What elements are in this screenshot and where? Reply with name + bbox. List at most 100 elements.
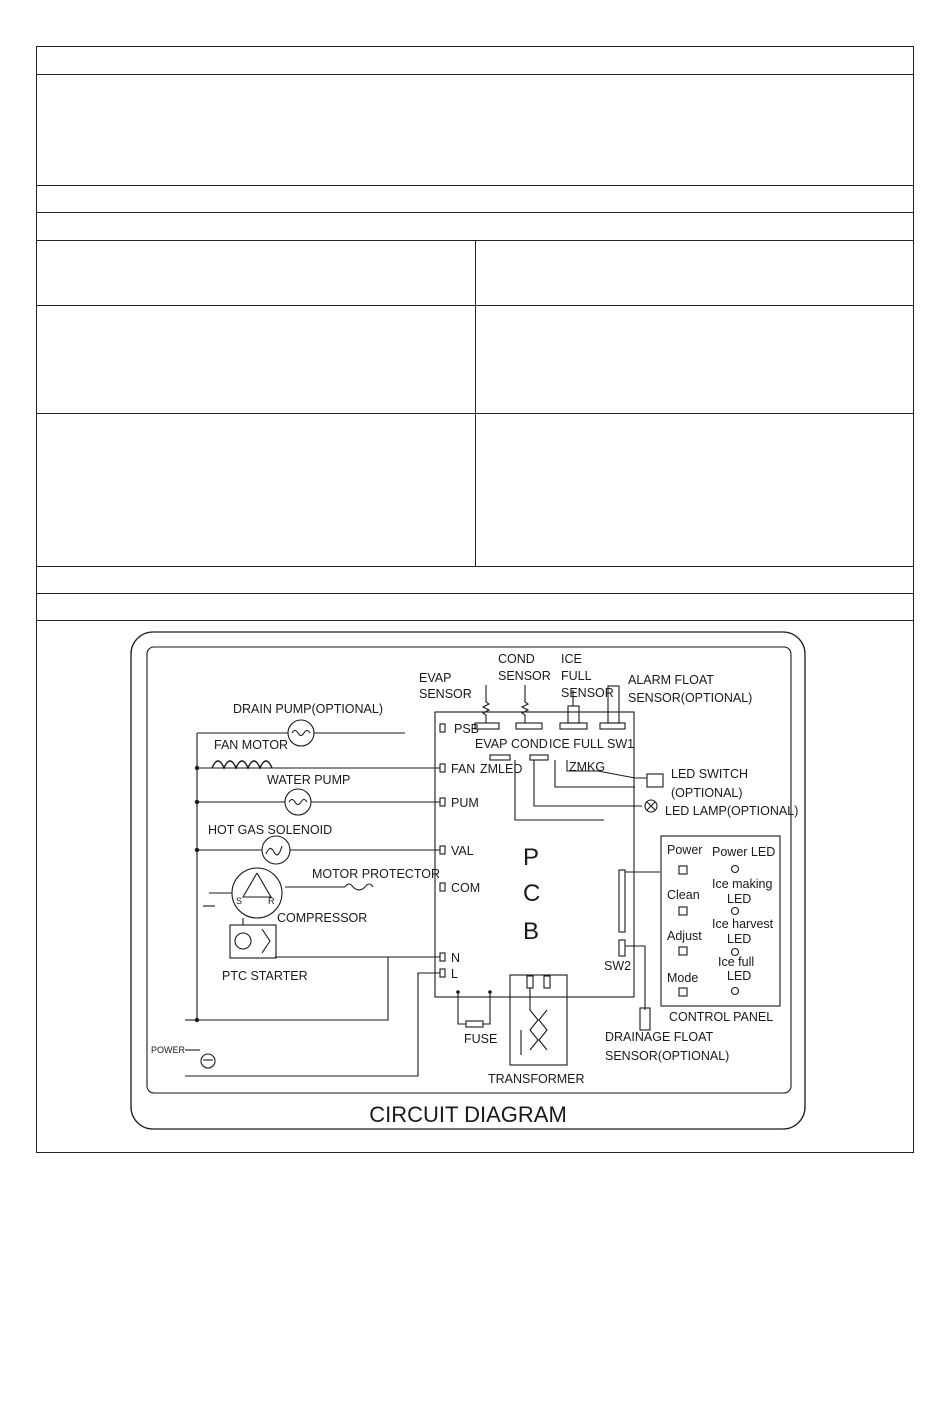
led-switch-symbol	[646, 773, 664, 788]
l-wire	[185, 972, 440, 1077]
pcb-letter-c: C	[523, 880, 540, 907]
pin-label-l: L	[451, 967, 458, 981]
led-lamp-label: LED LAMP(OPTIONAL)	[665, 804, 798, 818]
led-ice-full-label: LED	[727, 969, 751, 983]
diagram-title: CIRCUIT DIAGRAM	[369, 1102, 567, 1127]
button-clean-icon	[678, 906, 688, 916]
pcb-board	[434, 711, 635, 998]
connector-label-evap: EVAP	[475, 737, 507, 751]
zmkg-label: ZMKG	[569, 760, 605, 774]
transformer-label: TRANSFORMER	[488, 1072, 585, 1086]
connector-label-cond: COND	[511, 737, 548, 751]
drain-pump-coil	[291, 729, 311, 737]
cond-sensor-label: SENSOR	[498, 669, 551, 683]
control-panel-label: CONTROL PANEL	[669, 1010, 773, 1024]
pin-pum	[439, 797, 446, 807]
ice-sensor-label: FULL	[561, 669, 592, 683]
button-adjust-label: Adjust	[667, 929, 702, 943]
diagram-container	[36, 620, 914, 1153]
connector-zmled	[489, 754, 511, 761]
transformer-box	[509, 974, 568, 1066]
motor-protector-symbol	[344, 883, 374, 891]
evap-sensor-wire	[481, 685, 491, 723]
compressor-label: COMPRESSOR	[277, 911, 367, 925]
solenoid-symbol	[261, 835, 291, 865]
pin-label-pum: PUM	[451, 796, 479, 810]
zmled-lamp-wire	[533, 760, 642, 807]
led-ice-harvest-label: Ice harvest	[712, 917, 774, 931]
connector-cond	[515, 722, 543, 730]
n-return-wire	[197, 957, 389, 1021]
hot-gas-label: HOT GAS SOLENOID	[208, 823, 332, 837]
drain-pump-label: DRAIN PUMP(OPTIONAL)	[233, 702, 383, 716]
pin-psb	[439, 723, 446, 733]
drainage-wire	[625, 945, 646, 1010]
pin-label-com: COM	[451, 881, 480, 895]
fan-motor-label: FAN MOTOR	[214, 738, 288, 752]
connector-zmkg	[529, 754, 549, 761]
fuse-symbol	[465, 1020, 484, 1028]
zmkg-wire	[554, 760, 635, 788]
pin-l	[439, 968, 446, 978]
cond-sensor-label: COND	[498, 652, 535, 666]
drainage-label: SENSOR(OPTIONAL)	[605, 1049, 729, 1063]
led-ice-making-label: LED	[727, 892, 751, 906]
panel-connector-strip	[618, 869, 626, 933]
water-pump-label: WATER PUMP	[267, 773, 350, 787]
compressor-terminal-r: R	[268, 896, 275, 906]
fan-motor-coil	[211, 760, 273, 770]
pin-label-psb: PSB	[454, 722, 479, 736]
led-ice-making-indicator	[730, 906, 740, 916]
led-ice-harvest-indicator	[730, 947, 740, 957]
led-lamp-icon	[644, 799, 658, 813]
power-label: POWER	[151, 1045, 186, 1055]
motor-protector-label: MOTOR PROTECTOR	[312, 867, 440, 881]
sw2-label: SW2	[604, 959, 631, 973]
pin-label-fan: FAN	[451, 762, 475, 776]
evap-sensor-label: EVAP	[419, 671, 451, 685]
ptc-starter-box	[229, 924, 277, 959]
ptc-element	[234, 932, 252, 950]
zmled-label: ZMLED	[480, 762, 522, 776]
connector-evap	[474, 722, 500, 730]
ice-full-sensor	[567, 705, 580, 724]
button-power-icon	[678, 865, 688, 875]
water-pump-symbol	[284, 788, 312, 816]
fuse-label: FUSE	[464, 1032, 497, 1046]
button-power-label: Power	[667, 843, 702, 857]
connector-label-ice-full: ICE FULL	[549, 737, 604, 751]
led-lamp-cross	[646, 801, 656, 811]
power-ground-icon	[200, 1053, 216, 1069]
zmkg-switch-wire	[566, 760, 647, 779]
alarm-float-sensor	[607, 685, 620, 724]
pin-n	[439, 952, 446, 962]
led-ice-full-indicator	[730, 986, 740, 996]
alarm-sensor-label: ALARM FLOAT	[628, 673, 714, 687]
transformer-windings	[529, 1009, 548, 1051]
led-ice-making-label: Ice making	[712, 877, 772, 891]
drain-pump-symbol	[287, 719, 315, 747]
control-panel-box	[660, 835, 781, 1007]
transformer-terminal	[543, 975, 551, 989]
ice-sensor-label: ICE	[561, 652, 582, 666]
pin-com	[439, 882, 446, 892]
pcb-letter-b: B	[523, 918, 539, 945]
evap-sensor-label: SENSOR	[419, 687, 472, 701]
ptc-label: PTC STARTER	[222, 969, 308, 983]
compressor-terminal-s: S	[236, 896, 242, 906]
led-power-indicator	[730, 864, 740, 874]
button-clean-label: Clean	[667, 888, 700, 902]
cond-sensor-wire	[520, 685, 530, 723]
solenoid-coil	[265, 845, 283, 856]
connector-ice-full	[559, 722, 588, 730]
button-mode-label: Mode	[667, 971, 698, 985]
transformer-terminal	[526, 975, 534, 989]
pcb-letter-p: P	[523, 844, 539, 871]
pin-label-val: VAL	[451, 844, 474, 858]
diagram-inner-frame	[146, 646, 792, 1094]
led-switch-label: (OPTIONAL)	[671, 786, 743, 800]
connector-label-sw1: SW1	[607, 737, 634, 751]
ice-sensor-label: SENSOR	[561, 686, 614, 700]
